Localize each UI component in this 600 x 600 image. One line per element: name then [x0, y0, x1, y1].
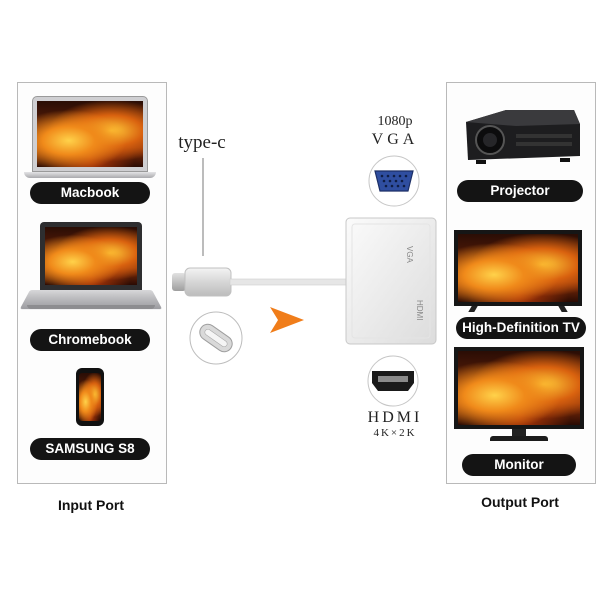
adapter-hdmi-text: HDMI — [415, 300, 424, 321]
usb-c-port-icon — [189, 311, 243, 365]
hdmi-port-icon — [367, 355, 419, 407]
adapter-vga-text: VGA — [405, 246, 414, 263]
output-port-caption: Output Port — [481, 494, 559, 510]
monitor-label: Monitor — [462, 454, 576, 476]
samsung-s8-label: SAMSUNG S8 — [30, 438, 150, 460]
chromebook-label: Chromebook — [30, 329, 150, 351]
projector-icon — [466, 110, 580, 164]
type-c-label: type-c — [178, 132, 226, 153]
adapter-hub-icon — [345, 217, 437, 345]
vga-name-label: VGA — [371, 131, 419, 148]
vga-resolution-label: 1080p — [377, 114, 413, 129]
arrow-right-icon — [270, 307, 304, 333]
projector-label: Projector — [457, 180, 583, 202]
vga-port-icon — [368, 155, 420, 207]
hdtv-label: High-Definition TV — [456, 317, 586, 339]
hdmi-name-label: HDMI — [367, 409, 423, 426]
input-port-caption: Input Port — [57, 497, 125, 513]
macbook-label: Macbook — [30, 182, 150, 204]
hdmi-resolution-label: 4K×2K — [373, 427, 417, 439]
